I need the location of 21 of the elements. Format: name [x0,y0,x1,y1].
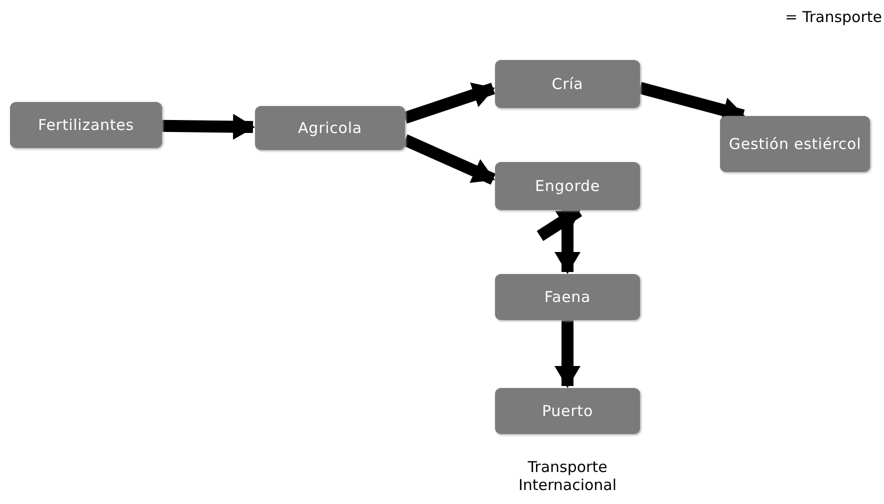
process-box [720,116,870,172]
node-label: Faena [544,288,591,306]
process-box [10,102,162,148]
arrow [554,210,580,274]
node-label: Fertilizantes [38,116,134,134]
legend-text: = Transporte [785,8,882,26]
arrow [162,114,255,140]
node-label: Agricola [298,119,362,137]
arrow [403,82,495,124]
process-box [495,274,640,320]
node-label: Cría [552,75,584,93]
process-box [495,388,640,434]
node-caption: Transporte Internacional [517,458,618,494]
process-box [495,162,640,210]
node-label: Engorde [535,177,600,195]
node-label: Gestión estiércol [728,135,862,153]
arrow [554,320,580,388]
process-box [255,106,405,150]
node-label: Puerto [542,402,593,420]
arrow [402,134,496,185]
process-box [495,60,640,108]
